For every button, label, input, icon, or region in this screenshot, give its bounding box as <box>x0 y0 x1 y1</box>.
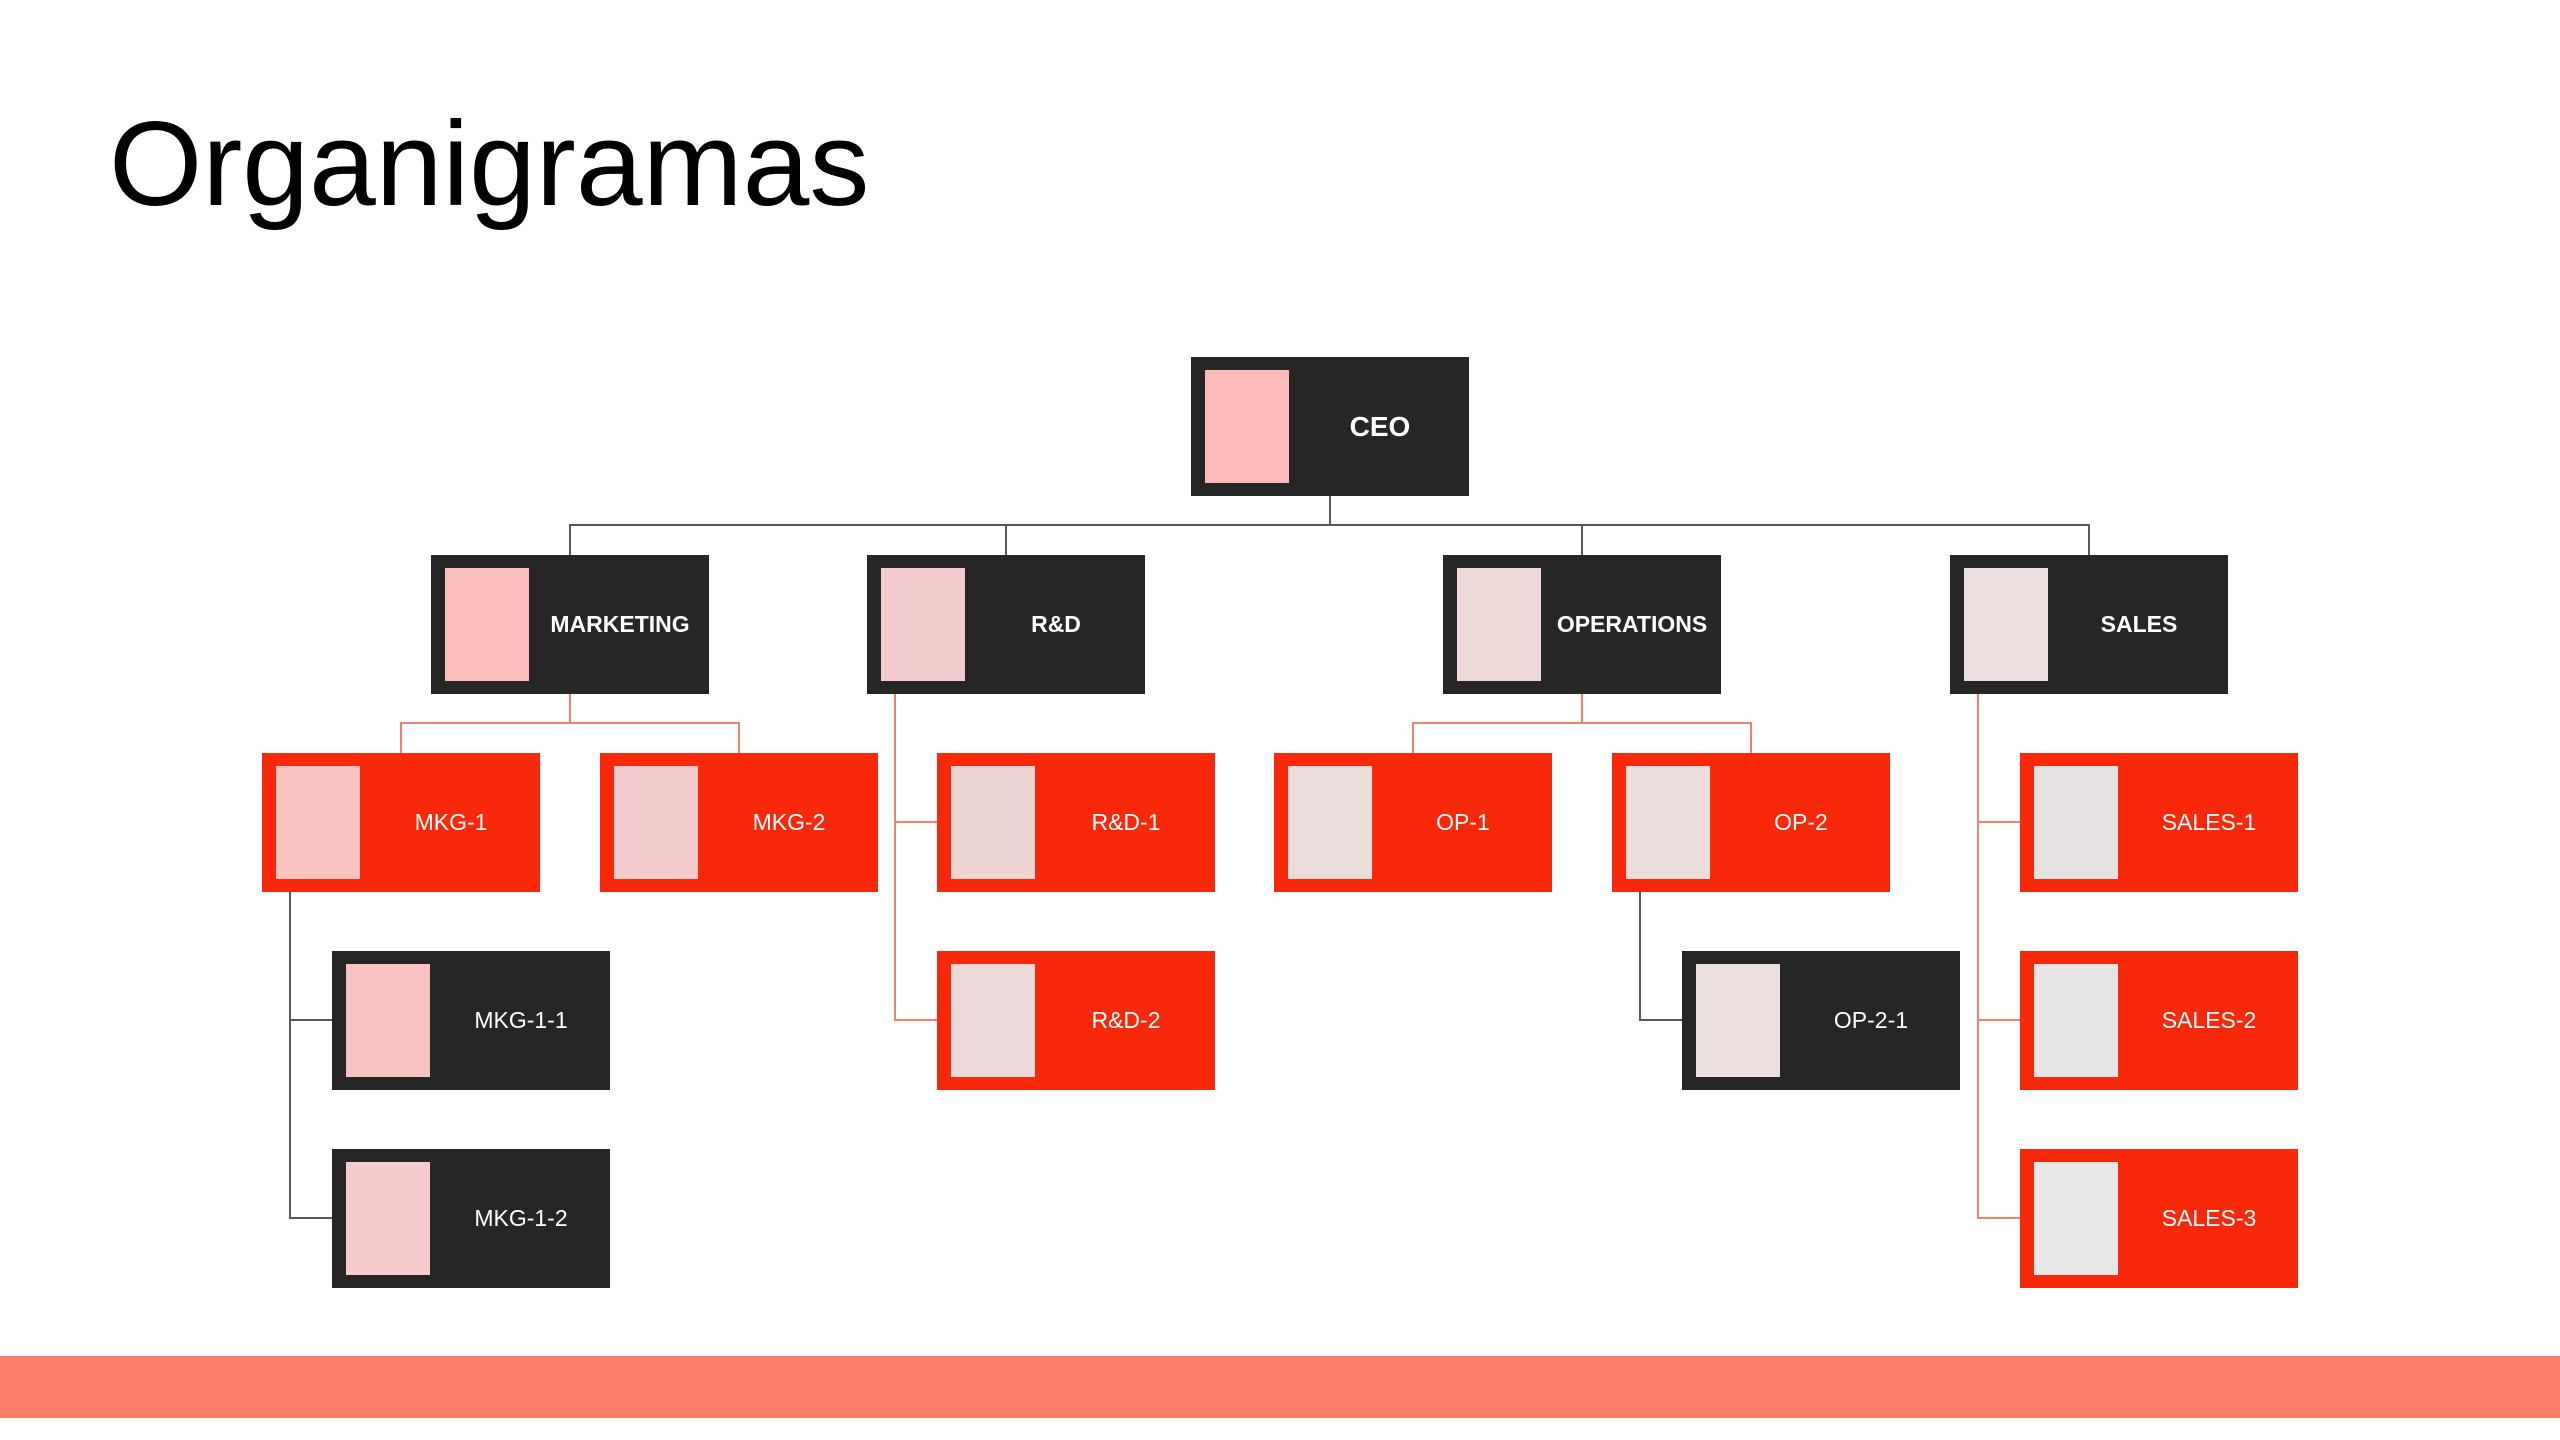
photo-placeholder <box>1205 370 1289 483</box>
node-sales-3[interactable]: SALES-3 <box>2020 1149 2298 1288</box>
node-op-1[interactable]: OP-1 <box>1274 753 1552 892</box>
node-label: MKG-1 <box>414 809 488 835</box>
photo-placeholder <box>1964 568 2048 681</box>
node-operations[interactable]: OPERATIONS <box>1443 555 1721 694</box>
photo-placeholder <box>346 1162 430 1275</box>
node-label: CEO <box>1349 410 1411 442</box>
node-label: OP-1 <box>1436 809 1490 835</box>
node-label: MKG-1-2 <box>474 1205 568 1231</box>
photo-placeholder <box>2034 766 2118 879</box>
node-label: SALES-2 <box>2161 1007 2257 1033</box>
node-op-2-1[interactable]: OP-2-1 <box>1682 951 1960 1090</box>
dark-child-connectors <box>289 892 1682 1219</box>
photo-placeholder <box>1288 766 1372 879</box>
node-ceo[interactable]: CEO <box>1191 357 1469 496</box>
photo-placeholder <box>614 766 698 879</box>
node-label: OP-2 <box>1774 809 1828 835</box>
node-marketing[interactable]: MARKETING <box>431 555 709 694</box>
node-mkg-1[interactable]: MKG-1 <box>262 753 540 892</box>
node-mkg-1-2[interactable]: MKG-1-2 <box>332 1149 610 1288</box>
photo-placeholder <box>1696 964 1780 1077</box>
node-sales-1[interactable]: SALES-1 <box>2020 753 2298 892</box>
node-op-2[interactable]: OP-2 <box>1612 753 1890 892</box>
photo-placeholder <box>346 964 430 1077</box>
connector-operations-bus <box>1412 722 1752 753</box>
node-label: R&D <box>1031 611 1081 637</box>
connector-mkg-1-children <box>289 892 332 1219</box>
photo-placeholder <box>276 766 360 879</box>
photo-placeholder <box>1457 568 1541 681</box>
node-rd-1[interactable]: R&D-1 <box>937 753 1215 892</box>
connector-departments-bus <box>569 524 2090 555</box>
connector-sales-children <box>1977 694 2020 1219</box>
photo-placeholder <box>1626 766 1710 879</box>
node-sales[interactable]: SALES <box>1950 555 2228 694</box>
connector-op-2-1 <box>1639 892 1682 1021</box>
node-rd[interactable]: R&D <box>867 555 1145 694</box>
photo-placeholder <box>445 568 529 681</box>
node-label: R&D-1 <box>1091 809 1161 835</box>
node-label: MKG-1-1 <box>474 1007 568 1033</box>
photo-placeholder <box>2034 964 2118 1077</box>
photo-placeholder <box>951 964 1035 1077</box>
node-sales-2[interactable]: SALES-2 <box>2020 951 2298 1090</box>
node-label: SALES-1 <box>2161 809 2257 835</box>
node-label: OPERATIONS <box>1556 611 1708 637</box>
connector-marketing-bus <box>400 722 740 753</box>
red-connectors <box>400 694 2020 1219</box>
node-label: SALES-3 <box>2161 1205 2257 1231</box>
page-title: Organigramas <box>109 97 870 231</box>
node-rd-2[interactable]: R&D-2 <box>937 951 1215 1090</box>
node-mkg-2[interactable]: MKG-2 <box>600 753 878 892</box>
ceo-connectors <box>569 496 2090 555</box>
node-label: MKG-2 <box>752 809 826 835</box>
node-label: R&D-2 <box>1091 1007 1161 1033</box>
connector-rd-children <box>894 694 937 1021</box>
photo-placeholder <box>951 766 1035 879</box>
node-mkg-1-1[interactable]: MKG-1-1 <box>332 951 610 1090</box>
node-label: SALES <box>2100 611 2178 637</box>
photo-placeholder <box>2034 1162 2118 1275</box>
node-label: MARKETING <box>550 611 690 637</box>
photo-placeholder <box>881 568 965 681</box>
node-label: OP-2-1 <box>1833 1007 1909 1033</box>
footer-accent-bar <box>0 1356 2560 1418</box>
